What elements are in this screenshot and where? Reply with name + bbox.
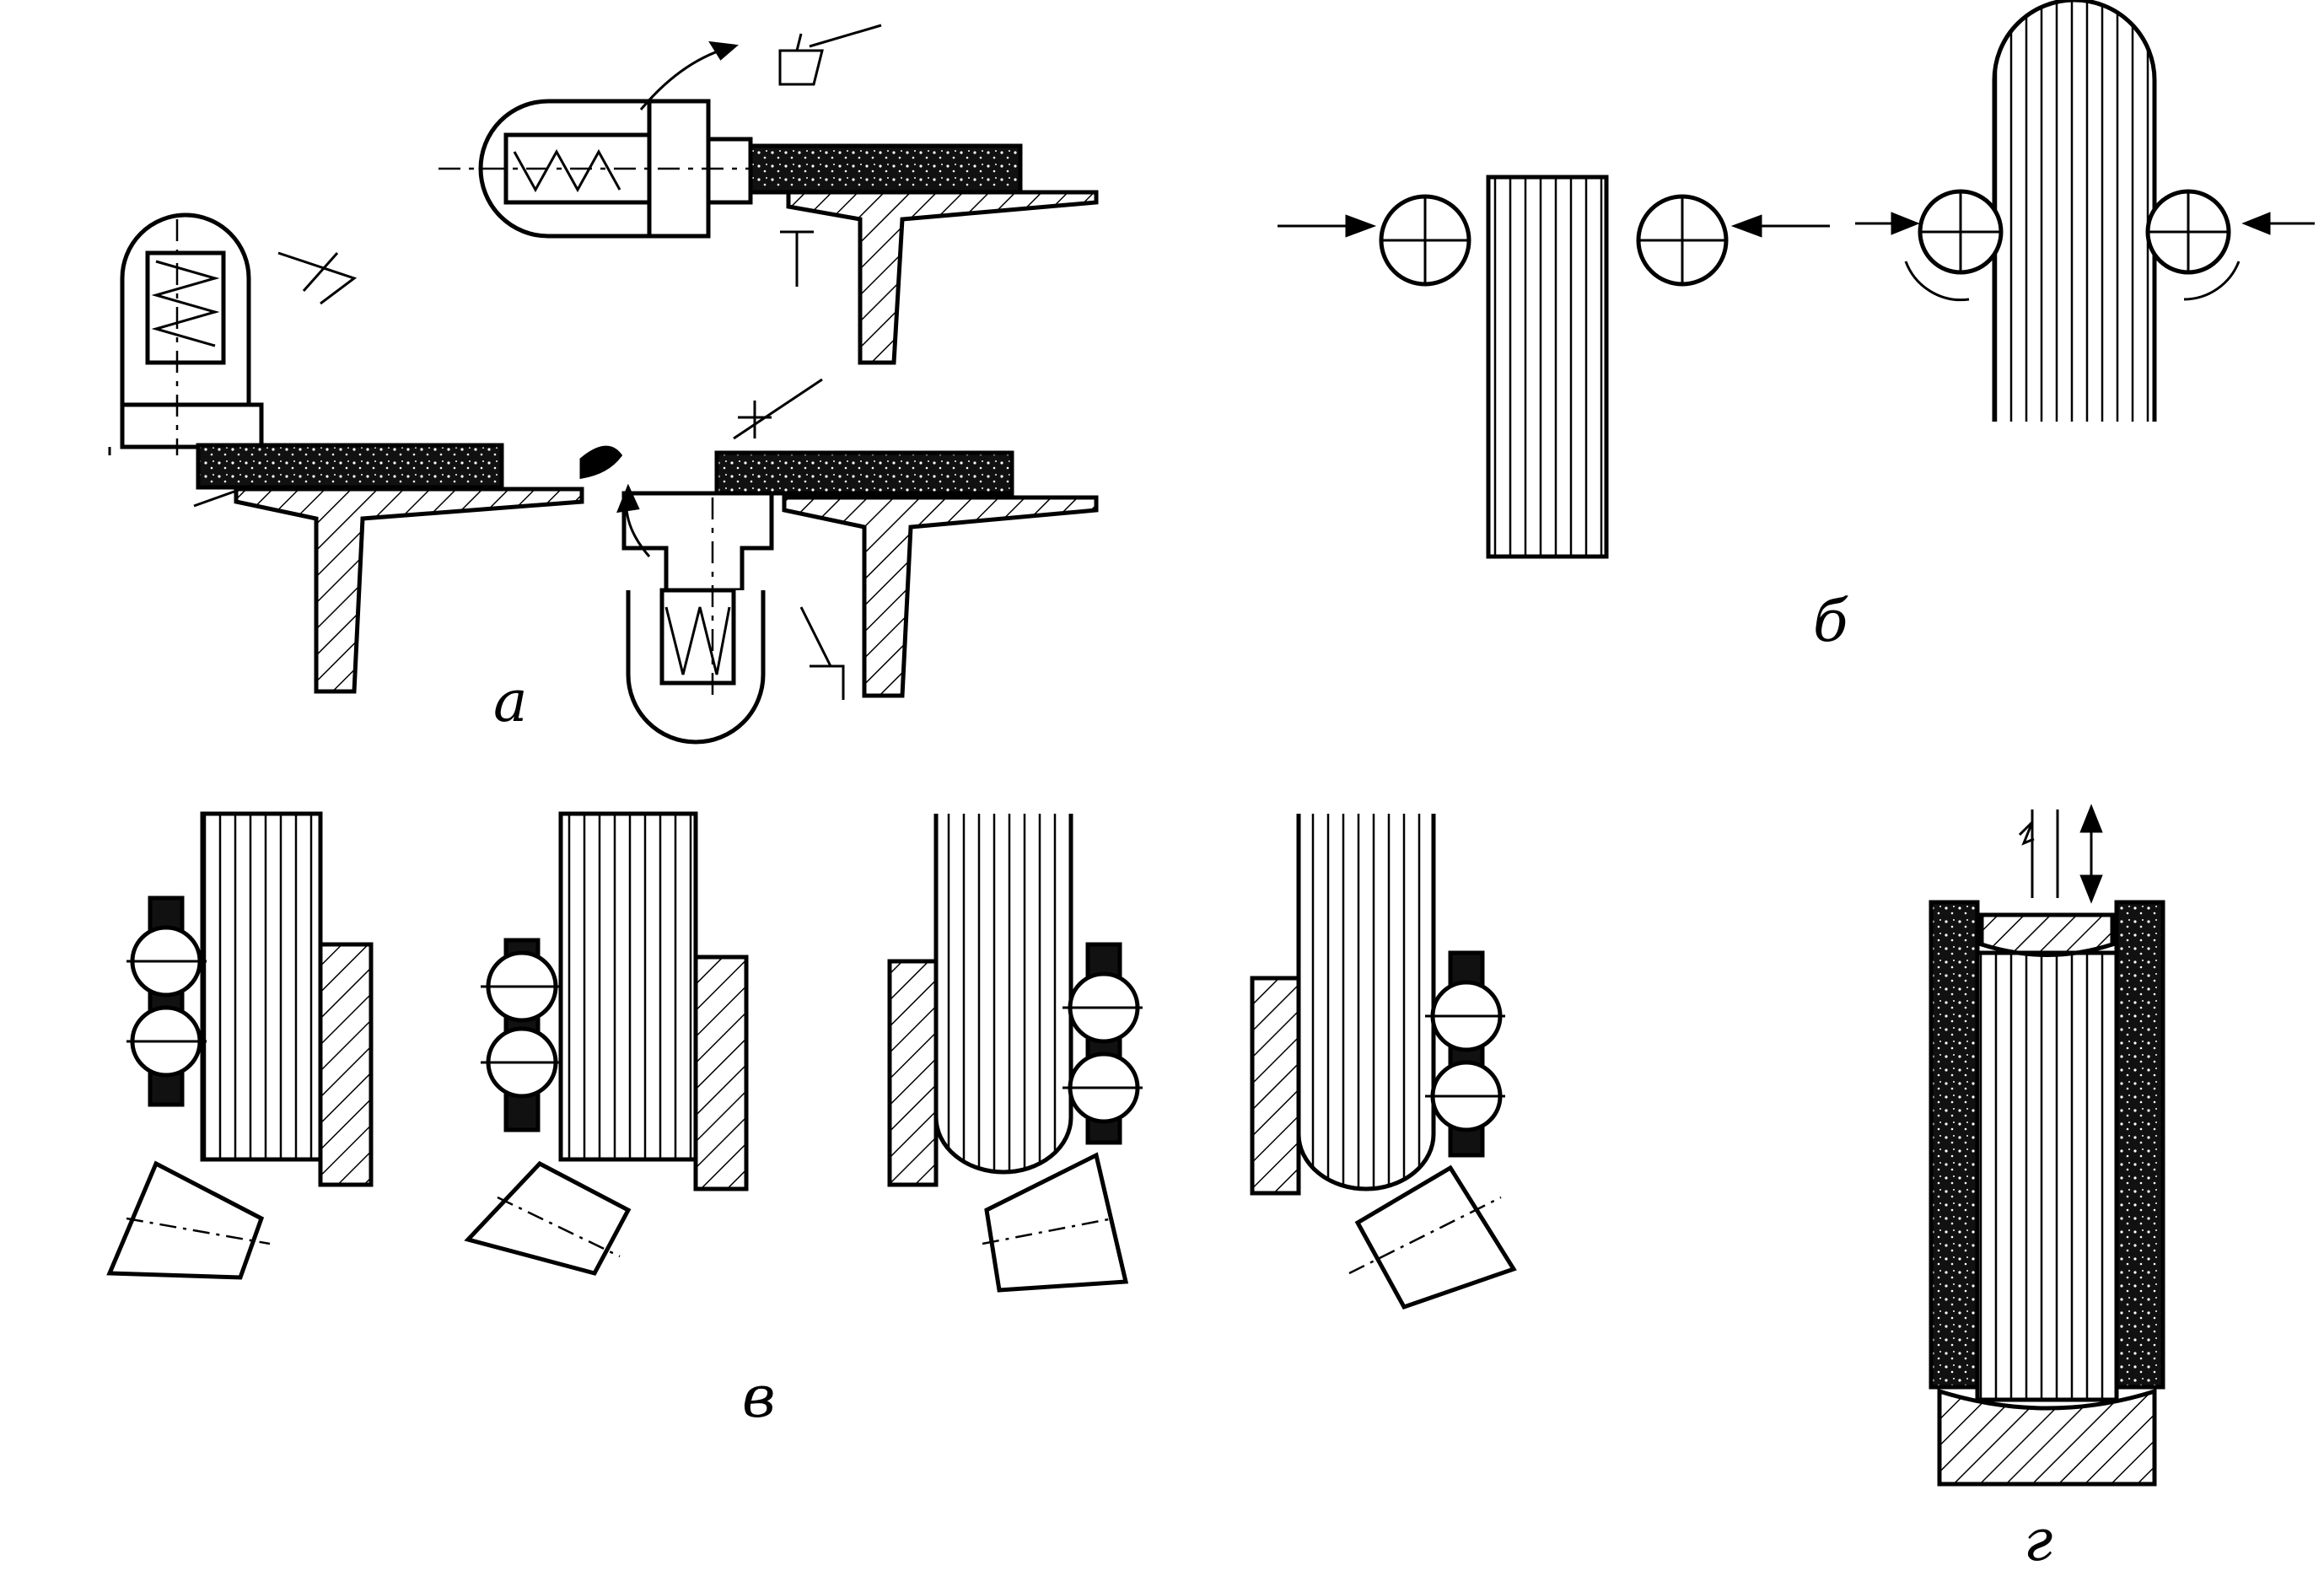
stage-4 [1250,814,1517,1310]
panel-a: а [108,24,1099,745]
top-clamp [438,24,1099,365]
fiber-strip-right [1992,0,2157,422]
label-b: б [1813,589,1848,655]
panel-g: г [1929,804,2165,1574]
panel-v: в [106,811,1517,1431]
label-g: г [2024,1508,2052,1574]
stage-3 [887,814,1143,1293]
panel-b: б [1278,0,2315,655]
fiber-strip-left [1486,175,1609,559]
label-a: а [493,669,528,735]
label-v: в [742,1364,776,1431]
bottom-right-clamp [616,378,1099,745]
stage-2 [464,811,749,1276]
fragment [579,445,623,479]
left-clamp [108,212,584,694]
stage-1 [106,811,374,1280]
